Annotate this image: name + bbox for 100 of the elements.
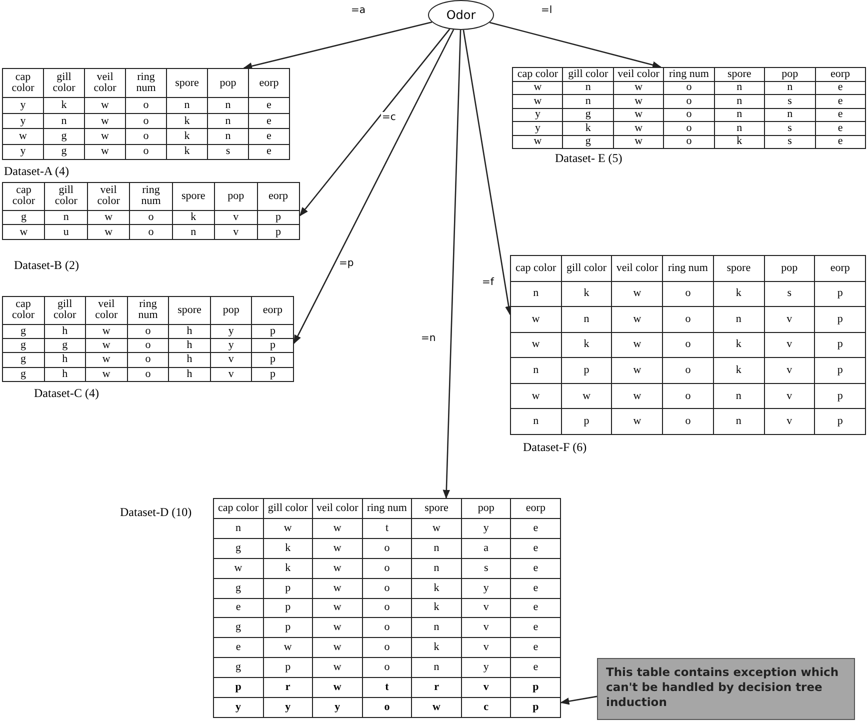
table-cell: k [412,638,462,658]
table-cell: k [44,98,84,114]
table-cell: g [2,324,44,338]
table-cell: o [662,408,714,434]
table-cell: w [510,383,562,409]
table-cell: g [44,128,84,144]
edge-label: =f [481,277,495,288]
table-cell: w [2,128,44,144]
header-cell: eorp [510,498,560,518]
table-cell: o [664,108,714,122]
table-cell: g [562,108,614,122]
data-table [2,182,300,240]
table-cell: h [168,367,210,382]
table-cell: n [510,408,562,434]
arrow [299,28,450,216]
table-cell: o [362,658,412,678]
table-cell: w [87,210,130,225]
table-cell: w [612,383,663,409]
table-cell: p [263,658,313,678]
table-cell: o [662,306,714,332]
table-cell: o [664,81,714,94]
table-cell: h [44,367,86,382]
table-cell: k [714,135,765,148]
header-cell: ring num [127,296,169,324]
table-cell: k [561,332,612,358]
table-cell: o [127,338,169,353]
table-cell: n [214,518,264,538]
table-cell: y [210,324,252,338]
table-cell: k [263,558,313,578]
table-cell: w [412,698,462,718]
table-cell: g [562,135,614,148]
data-table [213,498,561,718]
header-cell: pop [210,296,252,324]
table-cell: n [510,358,562,384]
table-cell: w [84,128,126,144]
table-cell: e [815,122,866,135]
table-cell: o [664,135,714,148]
table-cell: n [713,408,764,434]
table-cell: n [714,122,765,135]
table-cell: h [168,338,210,353]
table-cell: k [713,281,764,307]
table-cell: r [263,678,313,698]
table-cell: w [312,558,362,578]
table-cell: g [2,352,44,368]
table-cell: o [662,281,714,307]
table-cell: a [461,538,511,558]
table-cell: p [814,281,866,307]
table-cell: y [312,698,362,718]
table-cell: w [86,352,128,368]
table-cell: w [312,598,362,618]
table-cell: s [764,135,816,148]
header-cell: spore [713,256,764,282]
header-cell: spore [166,68,208,98]
arrow [293,29,454,344]
header-cell: cap color [510,256,562,282]
table-cell: o [362,558,412,578]
data-table [2,68,290,160]
table-cell: v [764,332,815,358]
header-cell: cap color [214,498,264,518]
header-cell: spore [412,498,462,518]
table-cell: v [214,210,258,225]
table-cell: w [612,408,663,434]
table-cell: o [362,598,412,618]
table-cell: p [814,383,866,409]
header-cell: ring num [126,68,166,98]
table-cell: v [764,383,815,409]
header-cell: eorp [257,182,300,210]
table-cell: w [561,383,612,409]
edge-label: =l [540,5,554,16]
table-cell: w [312,618,362,638]
table-cell: w [613,81,664,94]
table-cell: g [2,210,45,225]
data-table [510,255,866,435]
table-cell: n [166,98,208,114]
table-cell: s [461,558,511,578]
table-cell: g [44,144,84,160]
table-cell: k [412,598,462,618]
table-cell: p [252,338,294,353]
table-cell: w [612,332,663,358]
table-cell: e [815,108,866,122]
table-cell: g [214,618,264,638]
table-cell: n [412,618,462,638]
header-cell: gill color [263,498,313,518]
table-cell: w [613,94,664,108]
table-cell: o [126,128,166,144]
table-cell: o [664,122,714,135]
header-cell: gill color [562,68,614,81]
table-cell: k [561,281,612,307]
table-cell: o [127,352,169,368]
table-cell: p [263,578,313,598]
table-cell: y [512,122,563,135]
header-cell: veil color [312,498,362,518]
table-cell: g [2,338,44,353]
table-cell: o [662,358,714,384]
table-cell: h [44,324,86,338]
table-cell: e [510,518,560,538]
table-cell: v [461,638,511,658]
table-cell: v [461,598,511,618]
arrow [462,30,512,316]
table-cell: v [461,618,511,638]
